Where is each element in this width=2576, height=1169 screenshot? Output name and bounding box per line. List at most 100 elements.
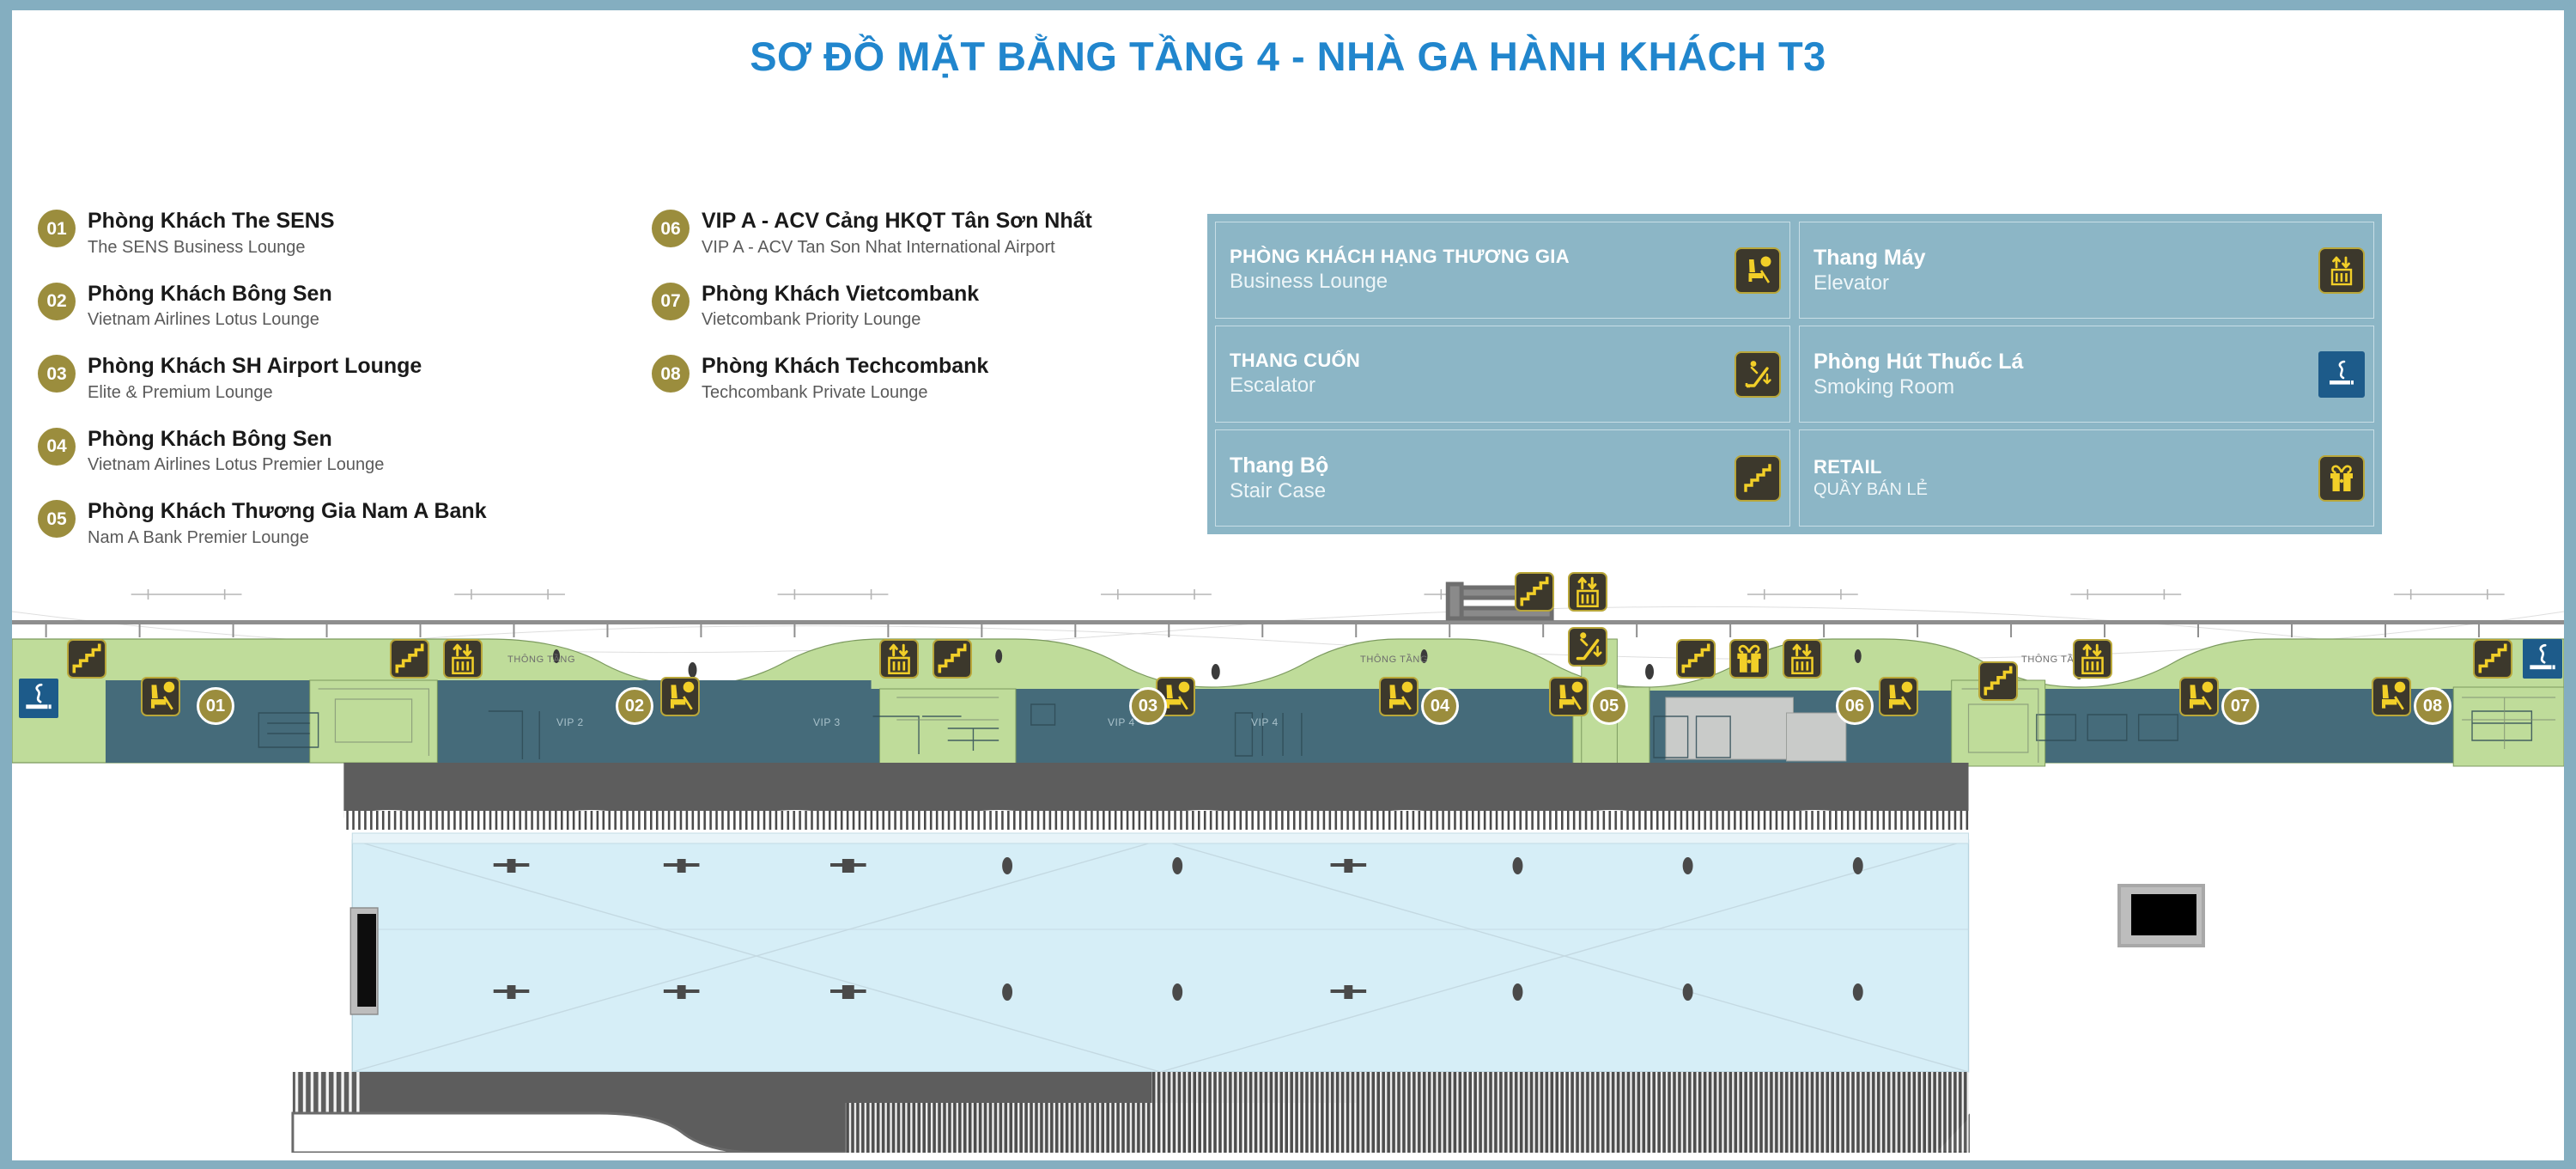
smoking-room-icon — [2523, 639, 2562, 679]
map-note-0: THÔNG TẦNG — [507, 655, 576, 665]
facility-escalator[interactable]: THANG CUỐN Escalator — [1215, 326, 1790, 423]
staircase-icon — [1515, 572, 1554, 612]
legend-title-vi-04: Phòng Khách Bông Sen — [88, 426, 332, 451]
map-pin-04[interactable]: 04 — [1421, 687, 1459, 725]
facility-text-elevator: Thang Máy Elevator — [1814, 245, 1926, 296]
map-pin-03[interactable]: 03 — [1129, 687, 1167, 725]
lounge-legend-column-2: 06 VIP A - ACV Cảng HKQT Tân Sơn Nhất VI… — [652, 208, 1218, 426]
floor-plan-sheet: SƠ ĐỒ MẶT BẰNG TẦNG 4 - NHÀ GA HÀNH KHÁC… — [12, 10, 2564, 1160]
facility-retail[interactable]: RETAIL QUẦY BÁN LẺ — [1799, 429, 2374, 527]
legend-title-vi-08: Phòng Khách Techcombank — [702, 354, 989, 378]
legend-badge-03: 03 — [38, 355, 76, 393]
legend-text-05: Phòng Khách Thương Gia Nam A Bank Nam A … — [88, 498, 487, 548]
facility-vi-elevator: Thang Máy — [1814, 245, 1926, 270]
elevator-icon — [1568, 572, 1607, 612]
facility-text-smoking-room: Phòng Hút Thuốc Lá Smoking Room — [1814, 349, 2023, 400]
hall-columns — [493, 857, 1863, 1001]
facility-text-escalator: THANG CUỐN Escalator — [1230, 350, 1360, 398]
facility-en-business-lounge: Business Lounge — [1230, 270, 1388, 294]
staircase-icon — [390, 639, 429, 679]
map-pin-05[interactable]: 05 — [1590, 687, 1628, 725]
business-lounge-icon — [1879, 677, 1918, 716]
map-note-2: THÔNG TẦNG — [2021, 655, 2090, 665]
map-pin-02[interactable]: 02 — [616, 687, 653, 725]
legend-badge-07: 07 — [652, 282, 690, 320]
main-hall — [351, 839, 1970, 1073]
terminal-roof-upper — [343, 763, 1969, 825]
legend-badge-08: 08 — [652, 355, 690, 393]
dimension-rail — [12, 589, 2564, 637]
detached-structure-core — [2131, 894, 2196, 935]
legend-item-02[interactable]: 02 Phòng Khách Bông Sen Vietnam Airlines… — [38, 281, 630, 331]
smoking-room-icon — [19, 679, 58, 718]
legend-title-en-07: Vietcombank Priority Lounge — [702, 310, 921, 329]
legend-text-08: Phòng Khách Techcombank Techcombank Priv… — [702, 353, 988, 403]
legend-text-02: Phòng Khách Bông Sen Vietnam Airlines Lo… — [88, 281, 332, 331]
facility-vi-smoking-room: Phòng Hút Thuốc Lá — [1814, 349, 2024, 374]
elevator-icon — [2318, 247, 2365, 294]
legend-item-07[interactable]: 07 Phòng Khách Vietcombank Vietcombank P… — [652, 281, 1218, 331]
facilities-legend-panel: PHÒNG KHÁCH HẠNG THƯƠNG GIA Business Lou… — [1207, 214, 2382, 534]
legend-title-en-01: The SENS Business Lounge — [88, 237, 306, 257]
legend-title-vi-02: Phòng Khách Bông Sen — [88, 281, 332, 306]
facility-en-escalator: Escalator — [1230, 374, 1316, 398]
business-lounge-icon — [141, 677, 180, 716]
facility-smoking-room[interactable]: Phòng Hút Thuốc Lá Smoking Room — [1799, 326, 2374, 423]
legend-item-05[interactable]: 05 Phòng Khách Thương Gia Nam A Bank Nam… — [38, 498, 630, 548]
legend-text-07: Phòng Khách Vietcombank Vietcombank Prio… — [702, 281, 979, 331]
map-pin-01[interactable]: 01 — [197, 687, 234, 725]
staircase-icon — [2473, 639, 2512, 679]
page-title: SƠ ĐỒ MẶT BẰNG TẦNG 4 - NHÀ GA HÀNH KHÁC… — [12, 33, 2564, 80]
retail-icon — [1729, 639, 1769, 679]
facility-elevator[interactable]: Thang Máy Elevator — [1799, 222, 2374, 319]
facility-business-lounge[interactable]: PHÒNG KHÁCH HẠNG THƯƠNG GIA Business Lou… — [1215, 222, 1790, 319]
hall-truss-lines — [352, 839, 1969, 1073]
facility-vi-staircase: Thang Bộ — [1230, 453, 1329, 478]
lounge-interior-details — [258, 703, 2533, 759]
facility-text-retail: RETAIL QUẦY BÁN LẺ — [1814, 456, 1928, 500]
facility-vi-retail: RETAIL — [1814, 455, 1882, 478]
staircase-icon — [933, 639, 972, 679]
facility-en-smoking-room: Smoking Room — [1814, 375, 1955, 399]
facility-en-retail: QUẦY BÁN LẺ — [1814, 479, 1929, 499]
service-blocks — [1665, 697, 1847, 762]
map-pin-06[interactable]: 06 — [1836, 687, 1874, 725]
legend-item-03[interactable]: 03 Phòng Khách SH Airport Lounge Elite &… — [38, 353, 630, 403]
business-lounge-icon — [1735, 247, 1781, 294]
legend-title-en-06: VIP A - ACV Tan Son Nhat International A… — [702, 237, 1055, 257]
map-pin-07[interactable]: 07 — [2221, 687, 2259, 725]
business-lounge-icon — [2179, 677, 2219, 716]
legend-item-01[interactable]: 01 Phòng Khách The SENS The SENS Busines… — [38, 208, 630, 258]
legend-title-en-02: Vietnam Airlines Lotus Lounge — [88, 310, 319, 329]
floor-plan-map[interactable]: THÔNG TẦNG THÔNG TẦNG THÔNG TẦNG VIP 2 V… — [12, 560, 2564, 1153]
seating-rows-upper — [343, 811, 1969, 830]
legend-item-06[interactable]: 06 VIP A - ACV Cảng HKQT Tân Sơn Nhất VI… — [652, 208, 1218, 258]
legend-title-vi-03: Phòng Khách SH Airport Lounge — [88, 354, 422, 378]
facility-vi-escalator: THANG CUỐN — [1230, 350, 1361, 372]
retail-icon — [2318, 454, 2365, 502]
corridor-details — [318, 688, 2556, 763]
facility-text-staircase: Thang Bộ Stair Case — [1230, 453, 1328, 504]
staircase-icon — [1735, 454, 1781, 502]
business-lounge-icon — [1549, 677, 1589, 716]
escalator-icon — [1568, 627, 1607, 667]
legend-item-08[interactable]: 08 Phòng Khách Techcombank Techcombank P… — [652, 353, 1218, 403]
hall-glazing-band — [351, 832, 1970, 844]
staircase-icon — [67, 639, 106, 679]
legend-item-04[interactable]: 04 Phòng Khách Bông Sen Vietnam Airlines… — [38, 426, 630, 476]
hall-service-shaft — [349, 907, 379, 1015]
legend-title-vi-06: VIP A - ACV Cảng HKQT Tân Sơn Nhất — [702, 209, 1092, 233]
facility-staircase[interactable]: Thang Bộ Stair Case — [1215, 429, 1790, 527]
legend-title-en-08: Techcombank Private Lounge — [702, 382, 928, 402]
lounge-legend-column-1: 01 Phòng Khách The SENS The SENS Busines… — [38, 208, 630, 571]
facility-en-staircase: Stair Case — [1230, 479, 1327, 503]
map-zone-label-3: VIP 4 — [1251, 716, 1279, 728]
legend-title-en-04: Vietnam Airlines Lotus Premier Lounge — [88, 455, 385, 474]
legend-badge-02: 02 — [38, 282, 76, 320]
business-lounge-icon — [660, 677, 700, 716]
legend-title-vi-01: Phòng Khách The SENS — [88, 209, 335, 233]
map-pin-08[interactable]: 08 — [2414, 687, 2451, 725]
legend-text-03: Phòng Khách SH Airport Lounge Elite & Pr… — [88, 353, 422, 403]
smoking-room-icon — [2318, 350, 2365, 398]
